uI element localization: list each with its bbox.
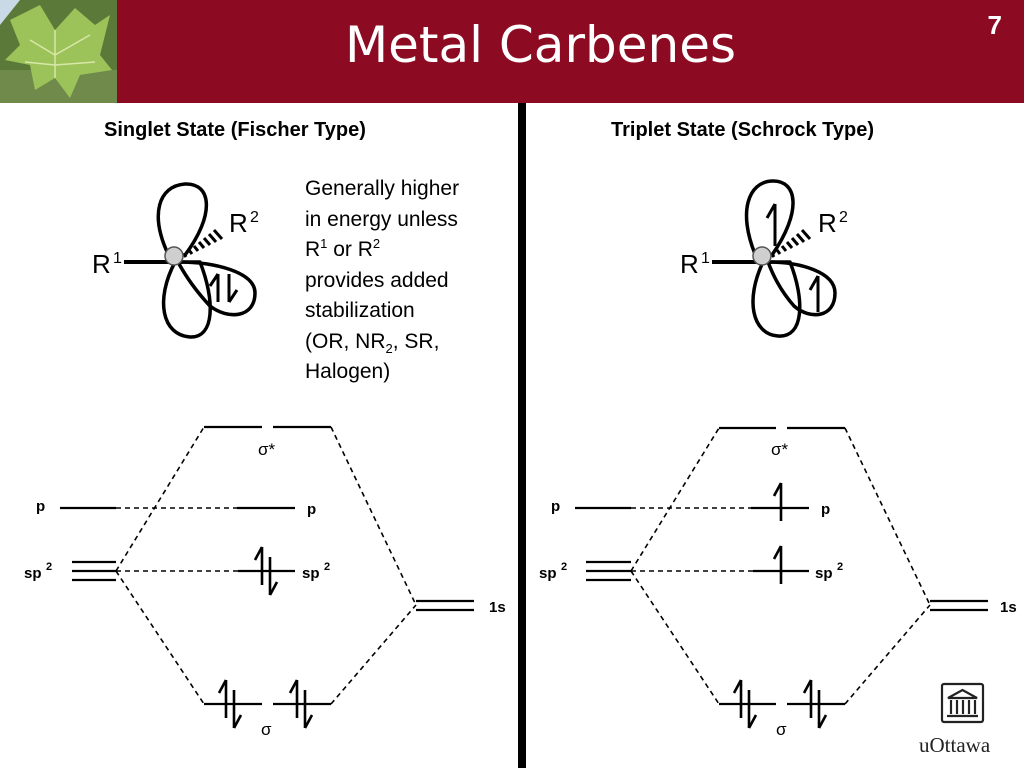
triplet-sp2-right-sup: 2 xyxy=(837,561,843,573)
singlet-right-lobe xyxy=(176,260,257,317)
note-r1-sup: 1 xyxy=(320,236,328,251)
note-r2-sup: 2 xyxy=(372,236,381,251)
maple-leaf-photo-icon xyxy=(0,0,117,103)
note-line-6-sub: 2 xyxy=(385,340,393,356)
singlet-sigma-label: σ xyxy=(261,720,272,739)
note-line-2: in energy unless xyxy=(305,207,458,231)
singlet-electrons xyxy=(217,546,314,729)
triplet-correlation-lines xyxy=(630,427,931,705)
triplet-sp2-left-label: sp xyxy=(539,565,557,582)
note-line-6b: , SR, xyxy=(392,329,440,353)
note-r1: R xyxy=(305,238,321,261)
singlet-levels xyxy=(60,425,474,706)
singlet-lobe-electrons xyxy=(208,273,239,303)
singlet-sp2-left-label: sp xyxy=(24,565,42,582)
carbene-diagrams: R 1 R 2 R 1 R 2 xyxy=(24,179,1017,739)
note-line-1: Generally higher xyxy=(305,177,460,200)
singlet-note: Generally higher in energy unless R1 or … xyxy=(305,174,510,388)
uottawa-logo-text: uOttawa xyxy=(919,733,991,757)
triplet-r2-label: R xyxy=(818,208,837,238)
triplet-lobe-electrons xyxy=(765,203,820,312)
triplet-p-left-label: p xyxy=(551,498,560,515)
university-building-icon xyxy=(940,682,985,724)
singlet-p-left-label: p xyxy=(36,498,45,515)
singlet-heading: Singlet State (Fischer Type) xyxy=(104,119,366,141)
singlet-mo-diagram: σ* p p sp 2 sp 2 1s σ xyxy=(24,425,506,739)
triplet-upper-lobe xyxy=(744,179,795,257)
note-line-7: Halogen) xyxy=(305,360,391,383)
slide-title: Metal Carbenes xyxy=(344,16,737,74)
note-line-5: stabilization xyxy=(305,299,415,322)
triplet-r1-sup: 1 xyxy=(701,250,710,267)
singlet-p-right-label: p xyxy=(307,501,316,518)
triplet-orbital-sketch xyxy=(712,179,837,338)
triplet-r1-label: R xyxy=(680,249,699,279)
triplet-heading: Triplet State (Schrock Type) xyxy=(611,119,875,141)
slide-header: Metal Carbenes 7 xyxy=(0,0,1024,103)
singlet-r2-sup: 2 xyxy=(250,209,259,226)
singlet-carbon-center xyxy=(164,246,184,266)
note-or: or xyxy=(327,238,358,261)
singlet-sp2-left-sup: 2 xyxy=(46,561,52,573)
triplet-right-lobe xyxy=(766,260,837,317)
singlet-lower-lobe xyxy=(161,260,212,339)
singlet-r1-label: R xyxy=(92,249,111,279)
singlet-sp2-right-sup: 2 xyxy=(324,561,330,573)
singlet-upper-lobe xyxy=(156,182,209,257)
singlet-r2-label: R xyxy=(229,208,248,238)
triplet-sp2-left-sup: 2 xyxy=(561,561,567,573)
triplet-1s-label: 1s xyxy=(1000,599,1017,616)
triplet-r2-sup: 2 xyxy=(839,209,848,226)
triplet-electrons xyxy=(732,482,828,729)
note-r2: R xyxy=(357,238,373,261)
triplet-r2-hash-bond xyxy=(770,229,812,258)
singlet-orbital-sketch xyxy=(124,182,257,339)
note-line-6a: (OR, NR xyxy=(305,329,386,353)
singlet-r1-sup: 1 xyxy=(113,250,122,267)
singlet-correlation-lines xyxy=(115,426,417,705)
note-line-4: provides added xyxy=(305,268,449,292)
singlet-sp2-right-label: sp xyxy=(302,565,320,582)
singlet-1s-label: 1s xyxy=(489,599,506,616)
triplet-sigma-star-label: σ* xyxy=(771,440,788,459)
slide-number: 7 xyxy=(987,10,1002,40)
triplet-mo-diagram: σ* p p sp 2 sp 2 1s σ xyxy=(539,426,1017,739)
singlet-r2-hash-bond xyxy=(182,229,224,258)
triplet-sp2-right-label: sp xyxy=(815,565,833,582)
triplet-sigma-label: σ xyxy=(776,720,787,739)
triplet-p-right-label: p xyxy=(821,501,830,518)
singlet-sigma-star-label: σ* xyxy=(258,440,275,459)
panel-divider xyxy=(518,103,526,768)
triplet-carbon-center xyxy=(752,246,772,266)
triplet-lower-lobe xyxy=(751,260,802,338)
